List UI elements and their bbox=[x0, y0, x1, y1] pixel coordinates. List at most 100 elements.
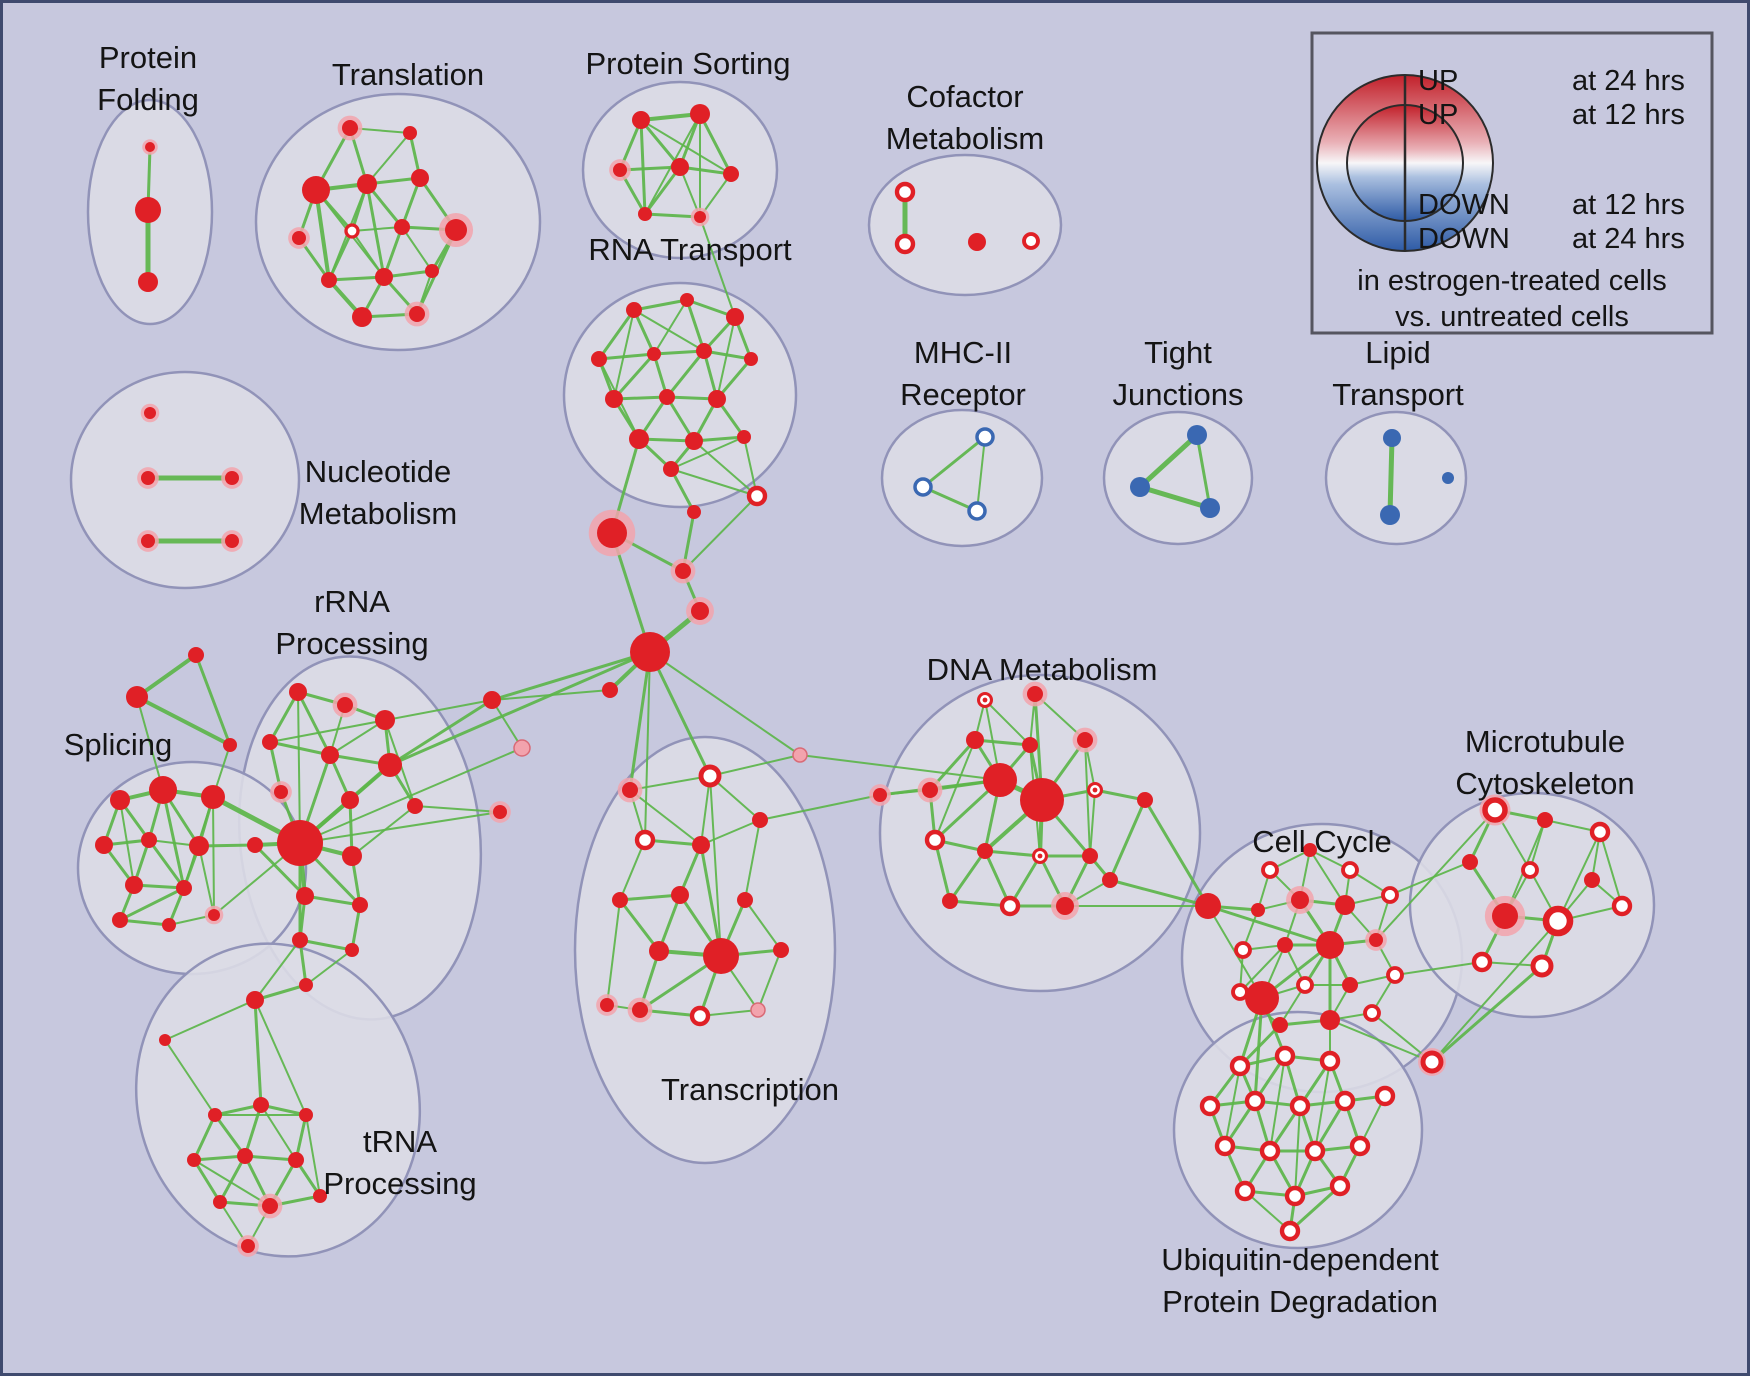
network-edge bbox=[297, 691, 301, 844]
network-node-r bbox=[135, 197, 161, 223]
network-node-r bbox=[1022, 737, 1038, 753]
network-node-g bbox=[1231, 983, 1249, 1001]
network-node-r bbox=[253, 1097, 269, 1113]
network-edge bbox=[700, 819, 761, 846]
network-node-r bbox=[112, 912, 128, 928]
network-node-gh bbox=[1479, 794, 1511, 826]
network-edge bbox=[1093, 788, 1147, 802]
network-edge bbox=[618, 893, 682, 902]
cluster-label-microtubule-cytoskeleton: Microtubule bbox=[1465, 724, 1625, 759]
network-edge bbox=[1394, 961, 1483, 976]
network-node-g bbox=[1261, 861, 1279, 879]
network-node-r bbox=[723, 166, 739, 182]
cluster-label-trna-processing: Processing bbox=[323, 1166, 476, 1201]
network-node-g bbox=[1244, 1090, 1266, 1112]
network-edge bbox=[597, 352, 656, 361]
network-node-r bbox=[983, 763, 1017, 797]
network-edge bbox=[401, 226, 433, 272]
network-node-h bbox=[869, 784, 891, 806]
network-node-r bbox=[189, 836, 209, 856]
network-edge bbox=[619, 839, 646, 901]
network-edge bbox=[147, 838, 186, 890]
network-node-h bbox=[1051, 892, 1079, 920]
network-node-g bbox=[1611, 895, 1633, 917]
network-node-r bbox=[208, 1108, 222, 1122]
network-node-g bbox=[1349, 1135, 1371, 1157]
cluster-label-mhc-ii-receptor: MHC-II bbox=[914, 335, 1012, 370]
cluster-label-rna-transport: RNA Transport bbox=[588, 232, 792, 267]
cluster-label-rrna-processing: Processing bbox=[275, 626, 428, 661]
network-node-g bbox=[894, 181, 916, 203]
cluster-ellipse-mhc-ii-receptor bbox=[880, 408, 1044, 548]
network-node-g bbox=[1274, 1045, 1296, 1067]
network-node-r bbox=[425, 264, 439, 278]
network-node-r bbox=[345, 943, 359, 957]
network-edge bbox=[194, 653, 232, 747]
network-node-r bbox=[125, 876, 143, 894]
network-node-h bbox=[137, 530, 159, 552]
network-node-g bbox=[1589, 821, 1611, 843]
network-node-r bbox=[411, 169, 429, 187]
network-edge bbox=[629, 789, 702, 846]
network-node-g bbox=[1521, 861, 1539, 879]
network-node-g bbox=[1199, 1095, 1221, 1117]
network-node-h bbox=[588, 509, 636, 557]
network-edge bbox=[243, 1154, 298, 1162]
network-node-r bbox=[1303, 843, 1317, 857]
network-node-h bbox=[288, 227, 310, 249]
network-node-r bbox=[394, 219, 410, 235]
network-edge bbox=[618, 898, 661, 953]
network-node-h bbox=[627, 997, 653, 1023]
cluster-label-mhc-ii-receptor: Receptor bbox=[900, 377, 1026, 412]
network-node-g bbox=[1214, 1135, 1236, 1157]
network-node-r bbox=[357, 174, 377, 194]
network-node-h bbox=[140, 403, 160, 423]
network-node-r bbox=[1316, 931, 1344, 959]
network-node-g bbox=[1304, 1140, 1326, 1162]
cluster-label-cofactor-metabolism: Cofactor bbox=[906, 79, 1023, 114]
network-edge bbox=[1108, 798, 1147, 882]
network-node-g bbox=[1334, 1090, 1356, 1112]
network-node-r bbox=[352, 897, 368, 913]
network-edge bbox=[984, 699, 1031, 746]
cluster-label-cell-cycle: Cell Cycle bbox=[1252, 824, 1392, 859]
network-edge bbox=[744, 899, 782, 951]
network-edge bbox=[243, 1103, 263, 1158]
network-edge bbox=[490, 650, 652, 702]
network-node-r bbox=[1195, 893, 1221, 919]
network-edge bbox=[305, 949, 353, 986]
network-node-r bbox=[1584, 872, 1600, 888]
cluster-label-dna-metabolism: DNA Metabolism bbox=[927, 652, 1158, 687]
network-edge bbox=[260, 1104, 297, 1161]
network-edge bbox=[1195, 433, 1212, 510]
network-edge bbox=[744, 819, 761, 901]
network-edge bbox=[135, 653, 198, 699]
network-edge bbox=[693, 440, 758, 497]
network-node-r bbox=[685, 432, 703, 450]
network-node-g bbox=[1363, 1004, 1381, 1022]
network-node-g bbox=[634, 829, 656, 851]
network-node-h bbox=[332, 692, 358, 718]
legend-entry-label-2: DOWN bbox=[1418, 189, 1510, 221]
network-node-g bbox=[1234, 941, 1252, 959]
network-edge bbox=[268, 690, 300, 744]
cluster-label-cofactor-metabolism: Metabolism bbox=[886, 121, 1045, 156]
network-node-r bbox=[95, 836, 113, 854]
network-node-r bbox=[752, 812, 768, 828]
network-edge bbox=[314, 188, 331, 282]
legend-entry-time-2: at 12 hrs bbox=[1572, 189, 1685, 221]
network-node-t bbox=[1087, 782, 1103, 798]
network-node-b bbox=[1200, 498, 1220, 518]
network-node-h bbox=[609, 159, 631, 181]
network-node-g bbox=[1341, 861, 1359, 879]
cluster-label-splicing: Splicing bbox=[64, 727, 173, 762]
network-node-r bbox=[671, 886, 689, 904]
network-node-r bbox=[1277, 937, 1293, 953]
network-node-h bbox=[270, 781, 292, 803]
network-node-h bbox=[404, 301, 430, 327]
network-edge bbox=[1309, 849, 1346, 906]
network-edge bbox=[1430, 964, 1544, 1064]
network-edge bbox=[643, 165, 682, 216]
